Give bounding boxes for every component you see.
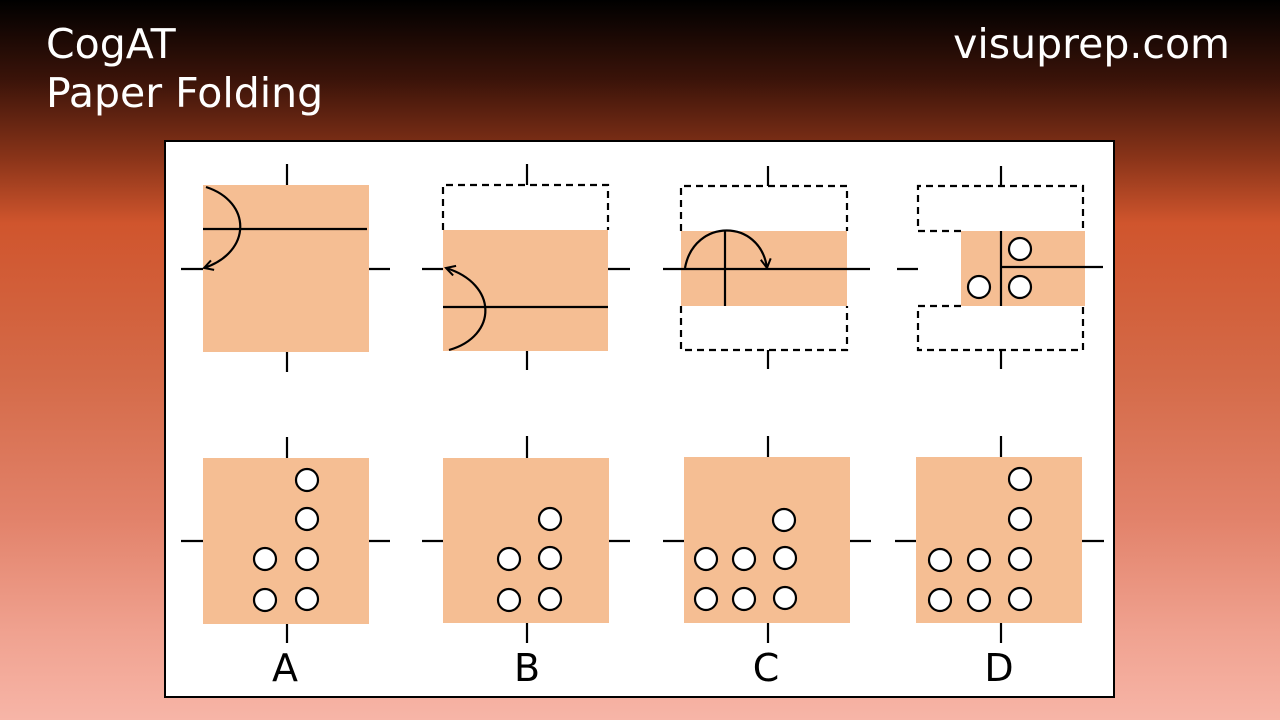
hole <box>772 585 798 611</box>
answer-option-c[interactable] <box>663 436 871 643</box>
answer-option-a[interactable] <box>181 437 390 643</box>
answer-label-c[interactable]: C <box>752 646 780 690</box>
original-outline <box>916 304 1085 352</box>
hole <box>731 546 757 572</box>
original-outline <box>679 306 849 352</box>
hole <box>966 587 992 613</box>
hole <box>537 506 563 532</box>
hole <box>294 506 320 532</box>
answer-option-d[interactable] <box>895 436 1104 643</box>
hole <box>1007 274 1033 300</box>
fold-arrow-icon <box>446 268 487 352</box>
paper-folded <box>443 230 608 351</box>
hole <box>731 586 757 612</box>
answer-option-b[interactable] <box>422 436 630 643</box>
hole <box>771 507 797 533</box>
hole <box>496 546 522 572</box>
hole <box>252 587 278 613</box>
fold-step-2 <box>422 164 630 370</box>
answer-label-b[interactable]: B <box>513 646 541 690</box>
paper-square <box>203 185 369 352</box>
original-outline <box>679 184 849 231</box>
hole <box>693 546 719 572</box>
fold-step-1 <box>181 164 390 372</box>
hole <box>1007 236 1033 262</box>
unfolded-paper <box>203 458 369 624</box>
punch-step <box>897 166 1103 369</box>
fold-step-3 <box>663 166 870 369</box>
hole <box>966 547 992 573</box>
page-title: CogAT Paper Folding <box>46 20 323 118</box>
hole <box>1007 466 1033 492</box>
hole <box>537 545 563 571</box>
puzzle-panel <box>164 140 1115 698</box>
hole <box>537 586 563 612</box>
puzzle-diagram <box>181 164 1104 643</box>
original-outline <box>916 184 1085 233</box>
hole <box>772 545 798 571</box>
fold-arrow-icon <box>683 229 767 269</box>
hole <box>496 587 522 613</box>
answer-label-d[interactable]: D <box>984 646 1014 690</box>
answer-label-a[interactable]: A <box>272 646 298 690</box>
hole <box>693 586 719 612</box>
hole <box>294 467 320 493</box>
fold-arrow-icon <box>204 185 242 268</box>
title-line-2: Paper Folding <box>46 69 324 117</box>
hole <box>927 547 953 573</box>
unfolded-paper <box>443 458 609 623</box>
hole <box>966 274 992 300</box>
hole <box>1007 506 1033 532</box>
title-line-1: CogAT <box>46 20 176 68</box>
hole <box>294 586 320 612</box>
original-outline <box>441 183 610 230</box>
site-url: visuprep.com <box>953 20 1230 68</box>
hole <box>252 546 278 572</box>
hole <box>1007 546 1033 572</box>
hole <box>927 587 953 613</box>
hole <box>1007 586 1033 612</box>
hole <box>294 546 320 572</box>
